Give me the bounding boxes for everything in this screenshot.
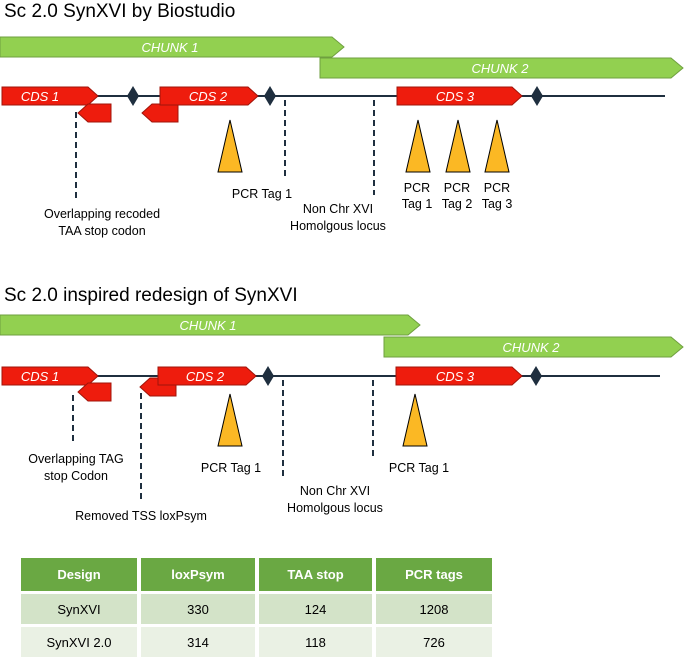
panel1-marker-1 [127,86,139,106]
panel2-title: Sc 2.0 inspired redesign of SynXVI [4,285,298,306]
panel1-pcr-tag3-line1: PCR [484,181,510,195]
panel2-cds2-label: CDS 2 [186,369,225,384]
table-cell: SynXVI [21,594,137,624]
panel2-cds3-label: CDS 3 [436,369,475,384]
table-cell: 330 [141,594,255,624]
panel2-reverse-cds-small [77,382,112,402]
panel1-cds1-arrow [1,86,99,106]
header-loxpsym: loxPsym [141,558,255,591]
panel2-cds1-label: CDS 1 [21,369,59,384]
panel1-pcr-tag-label: PCR Tag 1 [232,187,292,201]
table-cell: 1208 [376,594,492,624]
panel1-reverse-cds-2 [141,103,179,123]
panel1-cds3-arrow [396,86,523,106]
panel1-pcr-tag-triangle-1 [217,119,243,173]
summary-table: Design loxPsym TAA stop PCR tags SynXVI … [17,555,496,660]
panel2-cds2-arrow [157,366,257,386]
panel1-marker-3 [531,86,543,106]
panel1-chunk2-arrow [319,57,684,79]
table-row: SynXVI 2.0 314 118 726 [21,627,492,657]
table-cell: 124 [259,594,372,624]
panel1-pcr-tag1-line1: PCR [404,181,430,195]
panel1-pcr-tag2-line2: Tag 2 [442,197,473,211]
panel2-overlap-label-line1: Overlapping TAG [28,452,123,466]
panel1-cds2-arrow [159,86,259,106]
panel1-cds1-label: CDS 1 [21,89,59,104]
table-cell: SynXVI 2.0 [21,627,137,657]
table-row: SynXVI 330 124 1208 [21,594,492,624]
panel2-chunk1-label: CHUNK 1 [179,318,236,333]
panel1-cds2-label: CDS 2 [189,89,228,104]
panel1-pcr-tag-triangle-3 [445,119,471,173]
header-design: Design [21,558,137,591]
panel2-cds3-arrow [395,366,523,386]
panel1-nonchr-label-line1: Non Chr XVI [303,202,373,216]
panel2-nonchr-label-line1: Non Chr XVI [300,484,370,498]
panel2-overlap-label-line2: stop Codon [44,469,108,483]
panel2-chunk2-label: CHUNK 2 [502,340,560,355]
header-pcr-tags: PCR tags [376,558,492,591]
panel2-nonchr-label-line2: Homolgous locus [287,501,383,515]
panel2-pcr-tag-triangle-right [402,393,428,447]
panel1-pcr-tag-triangle-2 [405,119,431,173]
panel2-removed-tss-label: Removed TSS loxPsym [75,509,207,523]
panel2-marker-1 [262,366,274,386]
table-header-row: Design loxPsym TAA stop PCR tags [21,558,492,591]
panel1-pcr-tag3-line2: Tag 3 [482,197,513,211]
panel2-pcr-tag-left-label: PCR Tag 1 [201,461,261,475]
panel2-marker-2 [530,366,542,386]
panel1-chunk1-label: CHUNK 1 [141,40,198,55]
panel1-pcr-tag-triangle-4 [484,119,510,173]
panel2-pcr-tag-right-label: PCR Tag 1 [389,461,449,475]
panel2-chunk2-arrow [383,336,684,358]
panel1-overlap-label-line2: TAA stop codon [58,224,145,238]
panel1-marker-2 [264,86,276,106]
panel1-title: Sc 2.0 SynXVI by Biostudio [4,1,235,22]
header-taa-stop: TAA stop [259,558,372,591]
panel1-pcr-tag2-line1: PCR [444,181,470,195]
panel1-chunk1-arrow [0,36,345,58]
panel1-cds3-label: CDS 3 [436,89,475,104]
table-cell: 726 [376,627,492,657]
panel2-cds1-arrow [1,366,99,386]
table-cell: 118 [259,627,372,657]
panel1-pcr-tag1-line2: Tag 1 [402,197,433,211]
panel1-reverse-cds-small [77,103,112,123]
panel2-pcr-tag-triangle-left [217,393,243,447]
table-cell: 314 [141,627,255,657]
panel1-overlap-label-line1: Overlapping recoded [44,207,160,221]
panel1-chunk2-label: CHUNK 2 [471,61,529,76]
panel1-nonchr-label-line2: Homolgous locus [290,219,386,233]
panel2-chunk1-arrow [0,314,421,336]
